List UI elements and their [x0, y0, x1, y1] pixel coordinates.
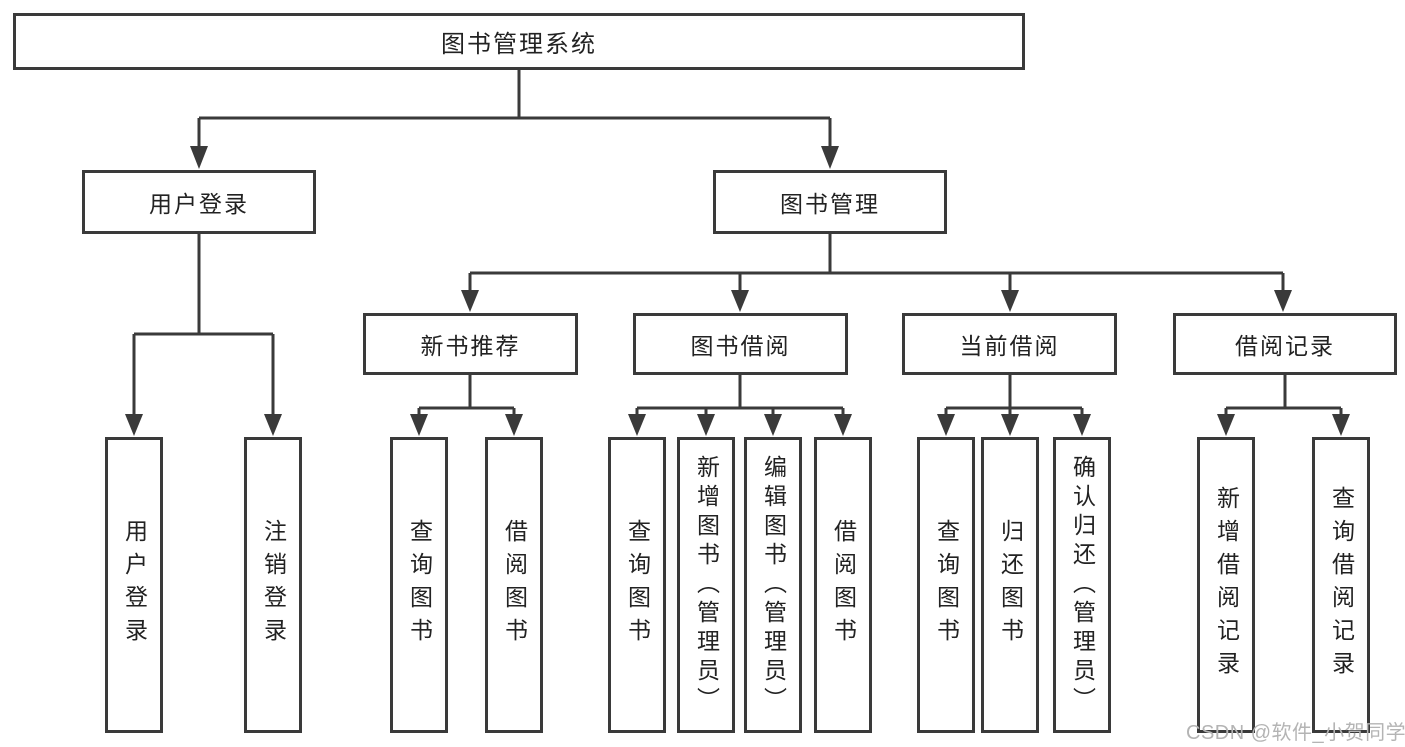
node-new-book-recommend: 新书推荐 — [363, 313, 578, 375]
leaf-logout: 注销登录 — [244, 437, 302, 733]
leaf-recommend-borrow-books: 借阅图书 — [485, 437, 543, 733]
leaf-current-return-books: 归还图书 — [981, 437, 1039, 733]
node-book-borrowing: 图书借阅 — [633, 313, 848, 375]
leaf-records-query-record-label: 查询借阅记录 — [1328, 486, 1355, 684]
leaf-records-add-record: 新增借阅记录 — [1197, 437, 1255, 733]
node-borrowing-records: 借阅记录 — [1173, 313, 1397, 375]
node-current-borrowing: 当前借阅 — [902, 313, 1117, 375]
node-user-login: 用户登录 — [82, 170, 316, 234]
leaf-recommend-query-books-label: 查询图书 — [406, 519, 433, 651]
node-borrowing-records-label: 借阅记录 — [1235, 333, 1335, 359]
leaf-current-return-books-label: 归还图书 — [997, 519, 1024, 651]
node-new-book-recommend-label: 新书推荐 — [420, 333, 521, 359]
leaf-borrowing-edit-books-admin: 编辑图书（管理员） — [744, 437, 802, 733]
leaf-current-query-books: 查询图书 — [917, 437, 975, 733]
arrowhead-icons — [125, 146, 1350, 436]
leaf-borrowing-query-books: 查询图书 — [608, 437, 666, 733]
leaf-logout-label: 注销登录 — [260, 519, 287, 651]
node-root-system: 图书管理系统 — [13, 13, 1025, 70]
node-user-login-label: 用户登录 — [149, 191, 249, 217]
leaf-current-confirm-return-admin: 确认归还（管理员） — [1053, 437, 1111, 733]
node-current-borrowing-label: 当前借阅 — [959, 333, 1060, 359]
node-book-management-label: 图书管理 — [780, 191, 880, 217]
node-root-label: 图书管理系统 — [441, 31, 597, 58]
leaf-records-add-record-label: 新增借阅记录 — [1213, 486, 1240, 684]
node-book-management: 图书管理 — [713, 170, 947, 234]
leaf-current-confirm-return-admin-label: 确认归还（管理员） — [1069, 454, 1096, 716]
leaf-records-query-record: 查询借阅记录 — [1312, 437, 1370, 733]
leaf-borrowing-borrow-books: 借阅图书 — [814, 437, 872, 733]
leaf-recommend-borrow-books-label: 借阅图书 — [501, 519, 528, 651]
leaf-borrowing-edit-books-admin-label: 编辑图书（管理员） — [760, 454, 787, 716]
leaf-user-login-label: 用户登录 — [121, 519, 148, 651]
watermark: CSDN @软件_小贺同学 — [1186, 722, 1405, 744]
leaf-current-query-books-label: 查询图书 — [933, 519, 960, 651]
leaf-user-login: 用户登录 — [105, 437, 163, 733]
leaf-borrowing-add-books-admin-label: 新增图书（管理员） — [693, 454, 720, 716]
leaf-recommend-query-books: 查询图书 — [390, 437, 448, 733]
leaf-borrowing-query-books-label: 查询图书 — [624, 519, 651, 651]
node-book-borrowing-label: 图书借阅 — [690, 333, 791, 359]
leaf-borrowing-borrow-books-label: 借阅图书 — [830, 519, 857, 651]
leaf-borrowing-add-books-admin: 新增图书（管理员） — [677, 437, 735, 733]
